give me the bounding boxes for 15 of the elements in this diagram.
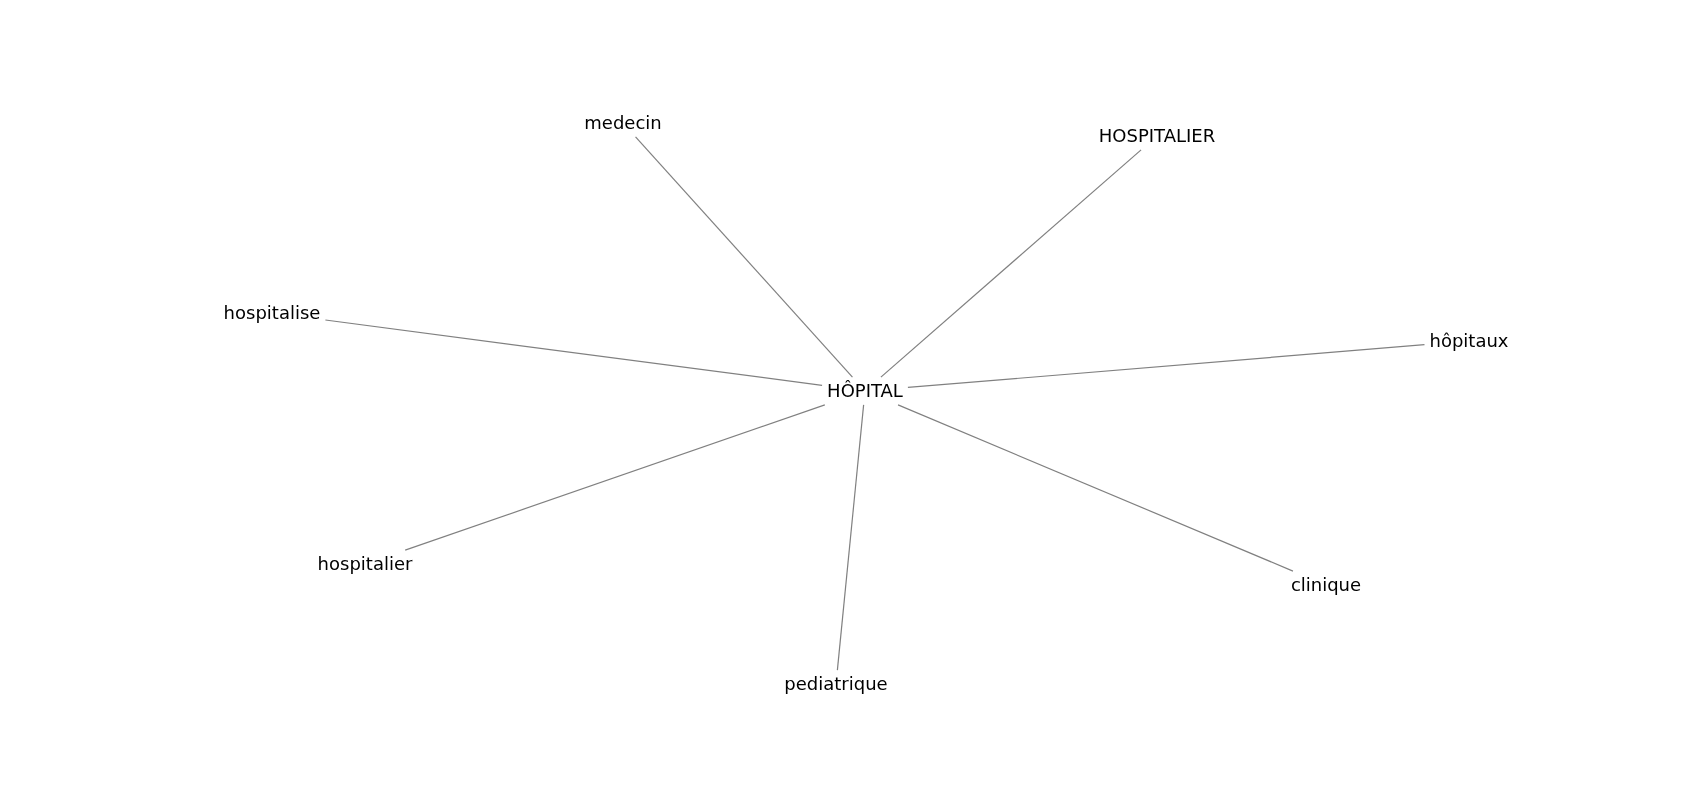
word-label: HOSPITALIER <box>1095 124 1219 148</box>
word-label: hôpitaux <box>1426 329 1512 353</box>
center-word-label: HÔPITAL <box>824 379 906 403</box>
connector-line <box>907 344 1426 389</box>
word-label: pediatrique <box>781 672 891 696</box>
connector-line <box>634 136 854 378</box>
word-label: hospitalise <box>220 301 324 325</box>
connector-line <box>897 404 1294 572</box>
word-label: clinique <box>1287 573 1365 597</box>
connector-line <box>836 404 865 671</box>
connector-line <box>404 404 826 551</box>
connector-line <box>324 319 823 386</box>
connector-line <box>880 149 1142 378</box>
word-label: hospitalier <box>314 552 416 576</box>
word-label: medecin <box>581 111 665 135</box>
